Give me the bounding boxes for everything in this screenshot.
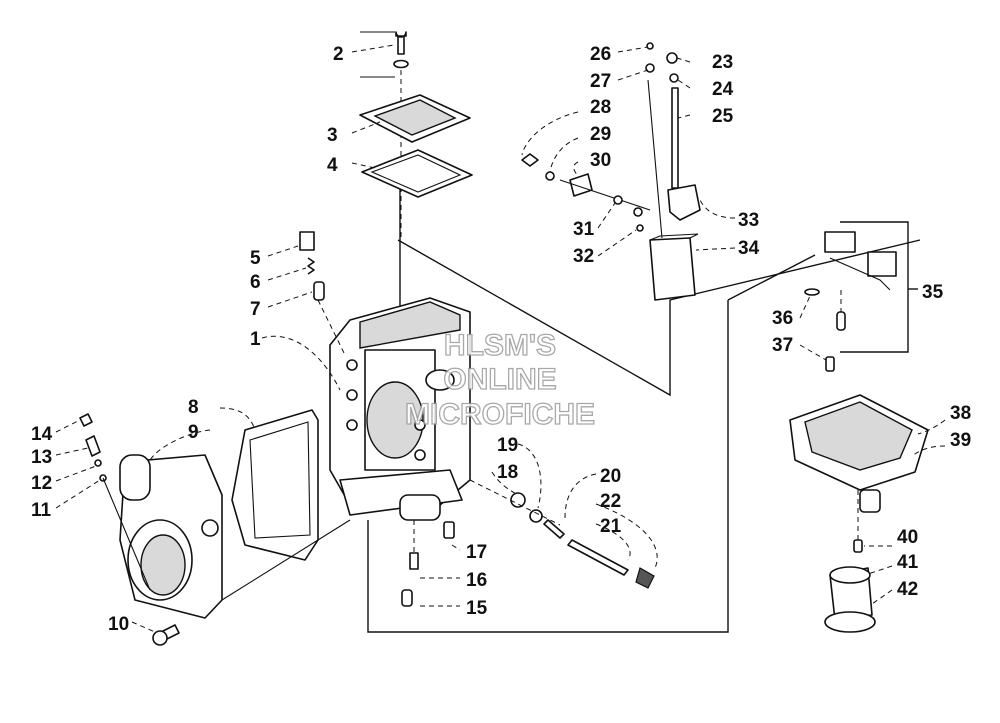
watermark-line-3: MICROFICHE: [405, 398, 595, 431]
callout-25: 25: [712, 106, 734, 127]
callout-39: 39: [950, 430, 971, 451]
watermark: HLSM'S ONLINE MICROFICHE: [404, 328, 595, 431]
callout-31: 31: [573, 219, 595, 240]
callout-16: 16: [466, 570, 487, 591]
intake-adapter-parts: [119, 409, 351, 619]
callout-22: 22: [600, 491, 621, 512]
callout-18: 18: [497, 462, 518, 483]
callout-35: 35: [922, 282, 944, 303]
float-valve-parts: [804, 231, 897, 372]
callout-42: 42: [897, 579, 918, 600]
callout-23: 23: [712, 52, 733, 73]
callout-20: 20: [600, 466, 621, 487]
callout-41: 41: [897, 552, 919, 573]
callout-9: 9: [188, 422, 199, 443]
callout-10: 10: [108, 614, 129, 635]
callout-21: 21: [600, 516, 622, 537]
top-cover-parts: [359, 31, 473, 240]
callout-14: 14: [31, 424, 53, 445]
callout-40: 40: [897, 527, 918, 548]
callout-30: 30: [590, 150, 611, 171]
callout-1: 1: [250, 329, 261, 350]
callout-15: 15: [466, 598, 488, 619]
callout-4: 4: [327, 155, 338, 176]
watermark-line-2: ONLINE: [443, 363, 556, 396]
callout-3: 3: [327, 125, 338, 146]
callout-11: 11: [31, 500, 52, 521]
float-bowl-parts: [789, 394, 929, 633]
callout-33: 33: [738, 210, 759, 231]
callout-2: 2: [333, 44, 344, 65]
callout-36: 36: [772, 308, 793, 329]
reference-lines: [367, 188, 921, 633]
callout-29: 29: [590, 124, 611, 145]
watermark-line-1: HLSM'S: [444, 329, 556, 362]
callout-6: 6: [250, 272, 261, 293]
callout-37: 37: [772, 335, 793, 356]
throttle-linkage-parts: [521, 42, 701, 301]
callout-24: 24: [712, 79, 734, 100]
callout-5: 5: [250, 248, 261, 269]
callout-32: 32: [573, 246, 594, 267]
small-parts: [79, 231, 655, 646]
callout-leaders: [55, 44, 946, 633]
callout-7: 7: [250, 299, 261, 320]
carburetor-body: [329, 297, 471, 521]
callout-27: 27: [590, 71, 611, 92]
callout-38: 38: [950, 403, 971, 424]
callout-numbers: 1 2 3 4 5 6 7 8 9 10 11 12 13 14 15 16 1…: [31, 44, 971, 635]
callout-26: 26: [590, 44, 611, 65]
callout-28: 28: [590, 97, 611, 118]
callout-17: 17: [466, 542, 487, 563]
callout-34: 34: [738, 238, 760, 259]
callout-8: 8: [188, 397, 199, 418]
callout-19: 19: [497, 435, 518, 456]
callout-13: 13: [31, 447, 52, 468]
callout-12: 12: [31, 473, 52, 494]
